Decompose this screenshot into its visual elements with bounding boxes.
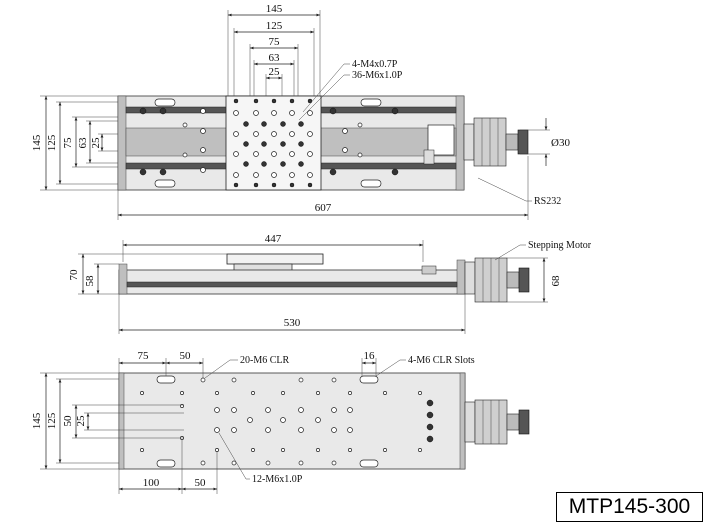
top-limit-block-inner	[423, 149, 435, 165]
top-carriage-holes	[233, 98, 313, 188]
dim-bottom-50-vertical: 50	[62, 415, 74, 427]
dim-530: 530	[284, 317, 301, 329]
side-switch	[421, 265, 437, 275]
callout-m6: 36-M6x1.0P	[352, 70, 403, 81]
model-number: MTP145-300	[568, 495, 691, 518]
dim-607: 607	[315, 202, 332, 214]
side-dimension-labels: 447 70 58 68 530 Stepping Motor	[68, 233, 592, 329]
dim-left-25: 25	[90, 137, 102, 149]
callout-rs232: RS232	[534, 196, 561, 207]
bottom-dimensions	[40, 358, 406, 494]
callout-m6-clr-slots: 4-M6 CLR Slots	[408, 355, 475, 366]
dim-58: 58	[84, 275, 96, 287]
dim-bottom-75: 75	[138, 350, 150, 362]
side-dimensions	[78, 240, 548, 334]
dim-75: 75	[269, 36, 281, 48]
dim-left-145: 145	[31, 134, 43, 151]
dim-left-75: 75	[62, 137, 74, 149]
dim-bottom-100: 100	[143, 477, 160, 489]
bottom-stepping-motor	[464, 399, 530, 445]
callout-20-m6-clr: 20-M6 CLR	[240, 355, 290, 366]
side-left-end	[118, 263, 128, 295]
dim-bottom-50: 50	[180, 350, 192, 362]
top-body-holes	[139, 98, 399, 188]
top-stepping-motor	[463, 117, 529, 167]
dim-70: 70	[68, 269, 80, 281]
dim-left-63: 63	[77, 137, 89, 149]
dim-dia-30: Ø30	[551, 137, 570, 149]
dim-bottom-125: 125	[46, 412, 58, 429]
dim-bottom-16: 16	[364, 350, 376, 362]
top-left-end-plate	[117, 95, 127, 191]
top-view: 145 125 75 63 25 145 125 75 63 25 607 Ø3…	[31, 3, 570, 220]
dim-63: 63	[269, 52, 281, 64]
dim-125: 125	[266, 20, 283, 32]
dim-25: 25	[269, 66, 281, 78]
bottom-right-end	[459, 372, 466, 470]
callout-stepping-motor: Stepping Motor	[528, 240, 592, 251]
bottom-dimension-labels: 75 50 16 145 125 50 25 100 50 20-M6 CLR …	[31, 350, 475, 489]
dim-bottom-145: 145	[31, 412, 43, 429]
side-right-end	[456, 259, 466, 295]
dim-bottom-50-lower: 50	[195, 477, 207, 489]
side-rail	[126, 281, 458, 288]
bottom-view: 75 50 16 145 125 50 25 100 50 20-M6 CLR …	[31, 350, 530, 494]
top-limit-block	[427, 124, 455, 156]
dim-447: 447	[265, 233, 282, 245]
bottom-stage-body	[118, 372, 466, 470]
model-number-box: MTP145-300	[556, 492, 703, 522]
dim-68: 68	[550, 275, 562, 287]
dim-bottom-25: 25	[75, 415, 87, 427]
callout-m4: 4-M4x0.7P	[352, 59, 398, 70]
bottom-left-end	[118, 372, 125, 470]
side-view: 447 70 58 68 530 Stepping Motor	[68, 233, 592, 334]
top-dimensions	[40, 10, 550, 220]
dim-left-125: 125	[46, 134, 58, 151]
dim-145: 145	[266, 3, 283, 15]
side-stepping-motor	[464, 257, 530, 303]
callout-12-m6: 12-M6x1.0P	[252, 474, 303, 485]
top-right-end-plate	[455, 95, 465, 191]
top-dimension-labels: 145 125 75 63 25 145 125 75 63 25 607 Ø3…	[31, 3, 570, 214]
side-carriage	[226, 253, 324, 265]
